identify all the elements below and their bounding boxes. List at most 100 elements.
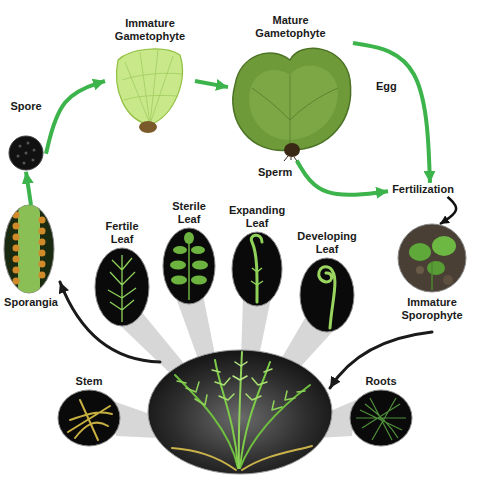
sporangia-picture	[13, 256, 20, 263]
sporangia-picture	[39, 217, 46, 224]
stem-picture	[58, 390, 120, 446]
stage-node: Sporangia	[2, 205, 60, 310]
mature-sporophyte-photo	[172, 448, 236, 470]
picture-area	[122, 246, 123, 326]
mature-sporophyte-photo	[172, 352, 312, 470]
picture-area	[290, 40, 291, 160]
immature-gametophyte-picture	[139, 121, 157, 133]
mature-sporophyte-photo	[148, 350, 332, 474]
sporangia-picture	[13, 205, 46, 295]
spore-picture	[27, 142, 30, 145]
spore-picture	[17, 142, 36, 165]
stage-label: Spore	[6, 100, 46, 113]
stage-label: Expanding Leaf	[225, 204, 289, 230]
sterile-leaf-picture	[191, 246, 205, 254]
cycle-arrow	[195, 81, 228, 87]
sporangia-picture	[13, 212, 46, 285]
stage-node: Stem	[58, 375, 120, 447]
picture-area	[189, 226, 190, 304]
sterile-leaf-picture	[170, 232, 208, 285]
developing-leaf-picture	[319, 267, 335, 328]
roots-picture	[356, 398, 406, 440]
sporangia-picture	[39, 228, 46, 235]
immature-sporophyte-photo	[398, 224, 466, 292]
sporangia-picture	[13, 245, 20, 252]
cycle-arrow	[46, 81, 105, 154]
immature-sporophyte-photo	[416, 266, 424, 274]
mature-gametophyte-picture	[252, 75, 338, 145]
immature-sporophyte-photo	[409, 243, 431, 261]
expanding-leaf-picture	[232, 232, 282, 306]
stage-label: Immature Sporophyte	[392, 296, 472, 322]
stage-node: Spore	[6, 100, 46, 172]
mature-sporophyte-photo	[175, 375, 238, 468]
mature-gametophyte-picture	[249, 65, 338, 140]
cycle-arrow	[26, 172, 31, 205]
sterile-leaf-picture	[163, 228, 215, 304]
spore-picture	[9, 136, 43, 170]
cycle-arrow	[353, 43, 430, 183]
immature-gametophyte-picture	[117, 49, 183, 125]
immature-gametophyte-picture	[122, 50, 182, 124]
immature-sporophyte-photo	[443, 275, 453, 285]
spore-picture	[32, 159, 35, 162]
sterile-leaf-picture	[184, 232, 194, 244]
cycle-arrow	[297, 161, 388, 195]
picture-area	[327, 256, 328, 332]
picture-area	[432, 224, 433, 296]
immature-sporophyte-photo	[432, 236, 456, 256]
stem-picture	[58, 390, 120, 446]
sporangia-picture	[39, 272, 46, 279]
sporangia-picture	[13, 212, 20, 219]
fertile-leaf-picture	[108, 255, 136, 322]
developing-leaf-picture	[300, 258, 354, 332]
stage-node: Immature Gametophyte	[105, 17, 195, 134]
sterile-leaf-picture	[173, 246, 187, 254]
edge-label: Sperm	[256, 166, 294, 179]
stage-node: Fertile Leaf	[95, 220, 149, 327]
picture-area	[89, 388, 90, 446]
stage-label: Sporangia	[2, 296, 60, 309]
stem-picture	[68, 400, 112, 440]
stage-node: Mature Gametophyte	[228, 14, 353, 161]
developing-leaf-picture	[300, 258, 354, 332]
stage-label: Mature Gametophyte	[245, 14, 337, 40]
sterile-leaf-picture	[171, 276, 187, 285]
spore-picture	[19, 145, 22, 148]
mature-sporophyte-photo	[239, 352, 242, 468]
spore-picture	[23, 162, 26, 165]
immature-sporophyte-photo	[431, 262, 433, 290]
sterile-leaf-picture	[191, 276, 207, 285]
stage-arrow	[330, 332, 432, 388]
picture-area	[381, 388, 382, 446]
expanding-leaf-picture	[251, 235, 262, 302]
mature-sporophyte-photo	[242, 446, 312, 470]
expanding-leaf-picture	[232, 232, 282, 306]
sporangia-picture	[13, 267, 20, 274]
mature-sporophyte-photo	[233, 362, 247, 380]
stage-label: Fertile Leaf	[98, 220, 146, 246]
mature-sporophyte-photo	[246, 369, 272, 400]
sporangia-picture	[39, 250, 46, 257]
sterile-leaf-picture	[192, 261, 208, 270]
immature-sporophyte-photo	[398, 224, 466, 292]
mature-gametophyte-picture	[284, 156, 297, 161]
immature-sporophyte-photo	[409, 236, 456, 290]
stage-node: Sterile Leaf	[163, 200, 215, 305]
sporangia-picture	[39, 239, 46, 246]
roots-picture	[350, 390, 412, 446]
picture-area	[257, 230, 258, 306]
stage-node: Expanding Leaf	[225, 204, 289, 307]
stage-node: Immature Sporophyte	[392, 224, 472, 323]
stage-node: Developing Leaf	[294, 230, 360, 333]
stage-arrow	[60, 282, 432, 388]
fertile-leaf-picture	[95, 248, 149, 326]
spore-picture	[33, 149, 36, 152]
spore-picture	[9, 136, 43, 170]
spore-picture	[17, 155, 20, 158]
stage-label: Developing Leaf	[294, 230, 360, 256]
stage-node: Roots	[350, 375, 412, 447]
picture-area	[150, 43, 151, 133]
